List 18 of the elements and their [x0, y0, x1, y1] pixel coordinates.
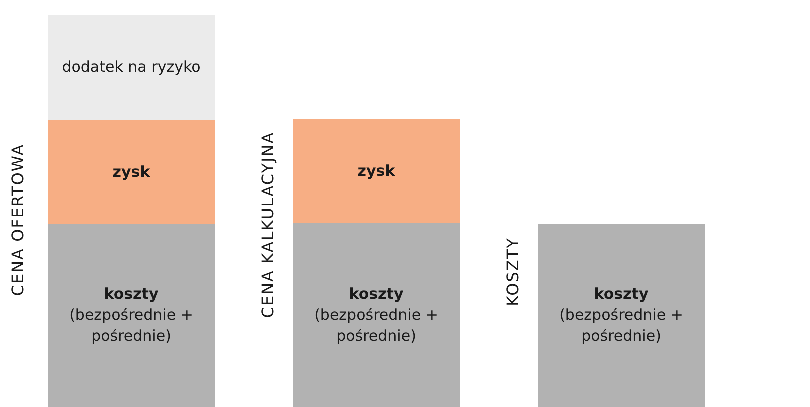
vertical-axis-label: CENA OFERTOWA — [8, 144, 28, 296]
block-description: (bezpośrednie + pośrednie) — [68, 305, 194, 347]
profit-block — [48, 120, 215, 224]
profit-block — [293, 119, 460, 223]
block-heading: zysk — [358, 160, 396, 182]
vertical-axis-label: CENA KALKULACYJNA — [258, 132, 278, 318]
risk-block — [48, 15, 215, 120]
block-heading: koszty — [349, 284, 404, 304]
block-description: (bezpośrednie + pośrednie) — [558, 305, 684, 347]
cost-block — [48, 224, 215, 407]
cost-block — [293, 223, 460, 407]
block-description: (bezpośrednie + pośrednie) — [314, 304, 440, 346]
cost-block — [538, 224, 705, 407]
block-heading: zysk — [112, 162, 150, 182]
block-heading: koszty — [594, 284, 649, 305]
block-heading: dodatek na ryzyko — [62, 57, 201, 78]
vertical-axis-label: KOSZTY — [504, 238, 522, 306]
block-heading: koszty — [104, 284, 159, 305]
